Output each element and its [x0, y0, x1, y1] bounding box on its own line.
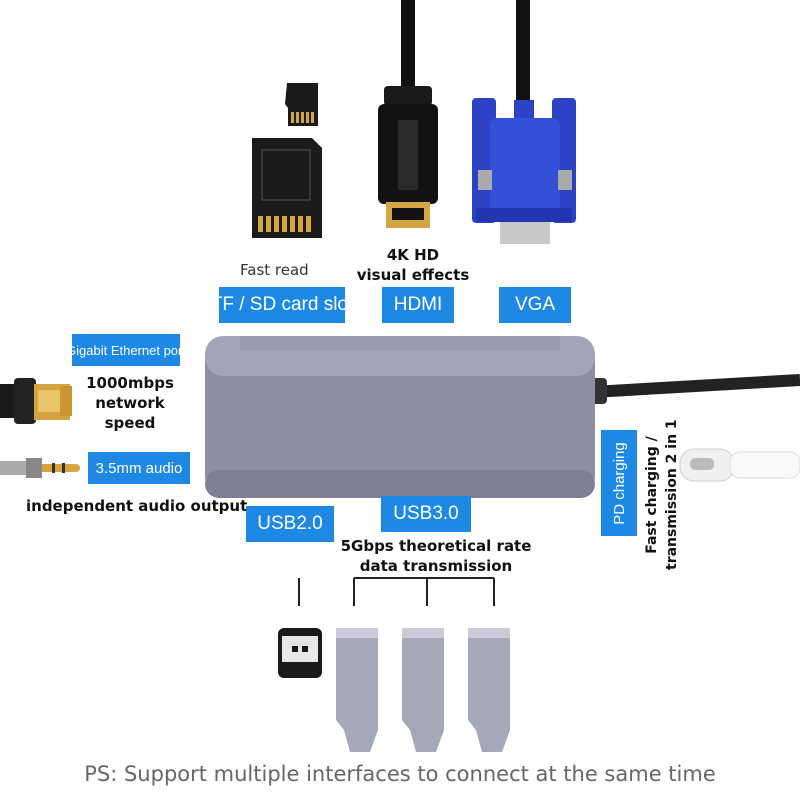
fast-read-note: Fast read: [240, 261, 309, 279]
vga-tag: VGA: [499, 287, 571, 323]
sd-card-icon: [252, 138, 322, 238]
usb3-note-line1: 5Gbps theoretical rate: [340, 537, 532, 555]
card-slot-tag: TF / SD card slot: [211, 287, 353, 323]
footer-note: PS: Support multiple interfaces to conne…: [84, 762, 716, 786]
hdmi-note: 4K HD visual effects: [350, 245, 476, 285]
hdmi-note-line1: 4K HD: [386, 246, 440, 264]
ethernet-cable-icon: [0, 378, 72, 424]
usb3-tag: USB3.0: [381, 496, 471, 532]
usb2-plug-icon: [278, 628, 322, 678]
pd-tag-text: PD charging: [610, 441, 628, 525]
usb-c-plug-icon: [679, 448, 800, 482]
audio-jack-icon: [0, 458, 80, 478]
usb3-plug-icon: [336, 628, 510, 752]
pd-note-line1: Fast charging /: [644, 436, 660, 554]
pd-note: Fast charging / transmission 2 in 1: [640, 419, 684, 570]
pd-tag: PD charging: [601, 430, 637, 536]
vga-plug-icon: [472, 98, 576, 244]
usb2-tag: USB2.0: [246, 506, 334, 542]
ethernet-note-line3: speed: [104, 414, 156, 432]
pd-note-line2: transmission 2 in 1: [664, 419, 680, 570]
usb3-note: 5Gbps theoretical rate data transmission: [336, 536, 536, 576]
usb3-note-line2: data transmission: [359, 557, 513, 575]
hdmi-note-line2: visual effects: [356, 266, 470, 284]
tf-card-icon: [285, 83, 318, 126]
audio-note: independent audio output: [26, 497, 248, 515]
pd-note-text: Fast charging / transmission 2 in 1: [642, 419, 682, 570]
ethernet-note-line2: network: [95, 394, 165, 412]
hub-cable: [591, 374, 800, 398]
ethernet-note-line1: 1000mbps: [86, 374, 174, 392]
ethernet-tag: Gigabit Ethernet port: [66, 334, 186, 366]
hub-body-icon: [205, 336, 595, 498]
hdmi-plug-icon: [378, 86, 438, 228]
ethernet-note: 1000mbps network speed: [84, 373, 176, 433]
audio-tag: 3.5mm audio: [88, 452, 190, 484]
hdmi-tag: HDMI: [382, 287, 454, 323]
